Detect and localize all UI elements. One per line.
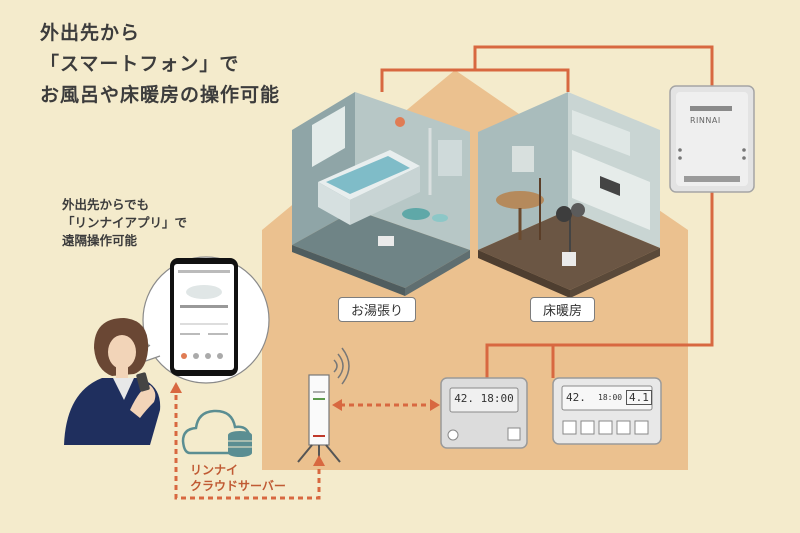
- cloud-label-line-2: クラウドサーバー: [190, 479, 286, 493]
- kitchen-illustration: [478, 92, 660, 298]
- water-heater-brand: RINNAI: [690, 116, 721, 125]
- bathroom-controller: [552, 377, 662, 445]
- floor-heating-label: 床暖房: [530, 297, 596, 322]
- wireless-router: [297, 347, 350, 463]
- caption-line-2: 「リンナイアプリ」で: [62, 215, 188, 230]
- bath-controller-display-left: 42.: [566, 391, 586, 404]
- bath-controller-display-right: 4.1: [626, 390, 652, 405]
- caption-line-3: 遠隔操作可能: [62, 233, 138, 248]
- bathroom-illustration: [292, 92, 470, 296]
- main-title: 外出先から 「スマートフォン」で お風呂や床暖房の操作可能: [40, 18, 280, 111]
- connection-line-heater-controllers: [485, 192, 714, 378]
- kitchen-controller-display: 42. 18:00: [454, 392, 514, 405]
- title-line-3: お風呂や床暖房の操作可能: [40, 84, 281, 106]
- water-heater-unit: [669, 85, 755, 193]
- remote-operation-caption: 外出先からでも 「リンナイアプリ」で 遠隔操作可能: [62, 196, 187, 250]
- router-controller-link: [332, 399, 440, 411]
- connection-line-heater-top: [473, 45, 714, 88]
- bath-controller-display-mid: 18:00: [598, 393, 623, 402]
- kitchen-controller: [440, 377, 528, 449]
- cloud-server-icon: [181, 409, 252, 457]
- phone-cloud-router-link: [170, 382, 325, 500]
- title-line-1: 外出先から: [40, 22, 141, 44]
- cloud-label-line-1: リンナイ: [190, 463, 239, 477]
- bath-label: お湯張り: [338, 297, 417, 322]
- cloud-server-label: リンナイ クラウドサーバー: [190, 462, 286, 494]
- caption-line-1: 外出先からでも: [62, 197, 150, 212]
- title-line-2: 「スマートフォン」で: [40, 53, 240, 75]
- woman-figure: [64, 318, 161, 445]
